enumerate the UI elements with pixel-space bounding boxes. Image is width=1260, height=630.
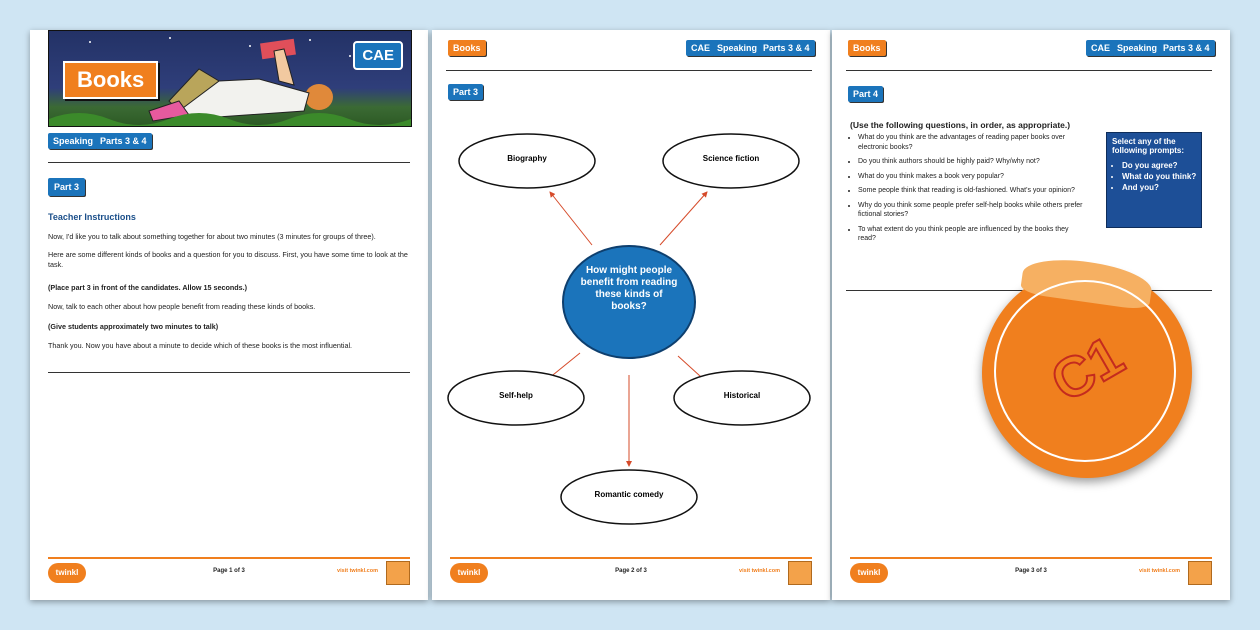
tag-parts: Parts 3 & 4 <box>95 133 152 149</box>
part-label: Part 3 <box>448 84 484 100</box>
tag-cae: CAE <box>1086 40 1116 56</box>
question-list: What do you think are the advantages of … <box>842 133 1088 249</box>
tag-cae: CAE <box>686 40 716 56</box>
divider <box>846 70 1212 71</box>
visit-link[interactable]: visit twinkl.com <box>1139 568 1180 574</box>
cae-badge: CAE <box>353 41 403 70</box>
question-item: Some people think that reading is old-fa… <box>858 186 1088 196</box>
badge-logo-icon <box>788 561 812 585</box>
node-science-fiction <box>662 133 800 189</box>
paragraph: Now, I'd like you to talk about somethin… <box>48 232 376 241</box>
part-label: Part 3 <box>48 178 86 196</box>
question-item: Do you think authors should be highly pa… <box>858 157 1088 167</box>
node-label: Self-help <box>499 391 533 400</box>
instructions-intro: (Use the following questions, in order, … <box>850 120 1071 130</box>
prompt-item: And you? <box>1122 183 1198 192</box>
part-label: Part 4 <box>848 86 884 102</box>
badge-logo-icon <box>1188 561 1212 585</box>
badge-logo-icon <box>386 561 410 585</box>
page-number: Page 2 of 3 <box>615 568 647 574</box>
paragraph: (Place part 3 in front of the candidates… <box>48 283 248 292</box>
question-item: What do you think are the advantages of … <box>858 133 1088 152</box>
node-biography <box>458 133 596 189</box>
prompts-box: Select any of the following prompts: Do … <box>1106 132 1202 228</box>
footer-line <box>48 557 410 559</box>
footer-line <box>450 557 812 559</box>
twinkl-logo: twinkl ESL <box>48 563 86 597</box>
central-question: How might people benefit from reading th… <box>580 265 678 312</box>
paragraph: Here are some different kinds of books a… <box>48 250 408 269</box>
paragraph: Thank you. Now you have about a minute t… <box>48 341 353 350</box>
node-label: Science fiction <box>702 154 760 163</box>
prompts-title: Select any of the following prompts: <box>1112 137 1184 155</box>
node-self-help <box>447 370 585 426</box>
footer-line <box>850 557 1212 559</box>
document-page-3: Books CAE Speaking Parts 3 & 4 Part 4 (U… <box>832 30 1230 600</box>
question-item: What do you think makes a book very popu… <box>858 172 1088 182</box>
prompt-item: Do you agree? <box>1122 161 1198 170</box>
visit-link[interactable]: visit twinkl.com <box>739 568 780 574</box>
document-page-1: Books CAE Speaking Parts 3 & 4 Part 3 Te… <box>30 30 428 600</box>
paragraph: Now, talk to each other about how people… <box>48 302 316 311</box>
page-number: Page 1 of 3 <box>213 568 245 574</box>
header-tag-books: Books <box>848 40 886 56</box>
tag-speaking: Speaking <box>712 40 763 56</box>
divider <box>48 162 410 163</box>
page-number: Page 3 of 3 <box>1015 568 1047 574</box>
section-title: Teacher Instructions <box>48 212 136 222</box>
divider <box>446 70 812 71</box>
tag-speaking: Speaking <box>1112 40 1163 56</box>
node-label: Biography <box>507 154 547 163</box>
sticker-ring <box>994 280 1176 462</box>
c1-level-sticker: C1 <box>982 253 1192 478</box>
banner-title: Books <box>63 61 159 99</box>
node-historical <box>673 370 811 426</box>
central-question-bubble <box>562 245 696 359</box>
header-tag-books: Books <box>448 40 486 56</box>
paragraph: (Give students approximately two minutes… <box>48 322 219 331</box>
mind-map <box>447 133 811 525</box>
tag-parts: Parts 3 & 4 <box>758 40 815 56</box>
node-romantic-comedy <box>560 469 698 525</box>
tag-parts: Parts 3 & 4 <box>1158 40 1215 56</box>
book-banner-illustration: Books CAE <box>48 30 412 127</box>
visit-link[interactable]: visit twinkl.com <box>337 568 378 574</box>
node-label: Historical <box>723 391 761 400</box>
document-page-2: Books CAE Speaking Parts 3 & 4 Part 3 Bi… <box>432 30 830 600</box>
prompt-item: What do you think? <box>1122 172 1198 181</box>
twinkl-logo: twinkl ESL <box>450 563 488 597</box>
node-label: Romantic comedy <box>594 490 664 499</box>
question-item: To what extent do you think people are i… <box>858 225 1088 244</box>
reader-illustration <box>49 38 411 126</box>
question-item: Why do you think some people prefer self… <box>858 201 1088 220</box>
divider <box>48 372 410 373</box>
tag-speaking: Speaking <box>48 133 99 149</box>
twinkl-logo: twinkl ESL <box>850 563 888 597</box>
